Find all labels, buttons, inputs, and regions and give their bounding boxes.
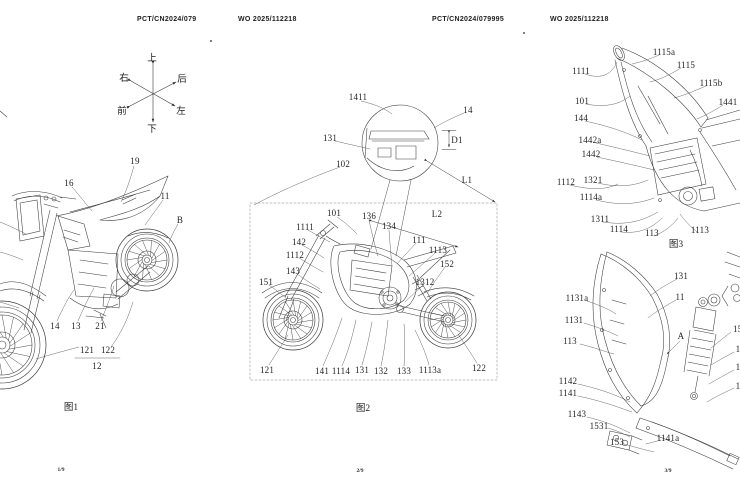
ref-label: 1115a <box>653 47 675 57</box>
ref-label: 1113a <box>419 365 441 375</box>
ref-label: 141 <box>315 366 329 376</box>
ref-label: 1111 <box>296 222 314 232</box>
page2-header-doc-number: PCT/CN2024/079 <box>137 16 196 23</box>
ref-label: 134 <box>382 221 396 231</box>
ref-label: 152 <box>440 259 454 269</box>
ref-label: 101 <box>327 208 341 218</box>
ref-label: 1311 <box>591 214 609 224</box>
compass-label-front: 前 <box>117 103 127 117</box>
ref-label: 136 <box>362 211 376 221</box>
ref-label: 122 <box>101 345 115 355</box>
figure2-leader-lines <box>254 101 477 366</box>
ref-label: 1321 <box>584 175 603 185</box>
ref-label: 122 <box>472 363 486 373</box>
ref-label: 1115b <box>700 78 723 88</box>
compass-label-right: 右 <box>119 70 129 84</box>
ref-label: 1114 <box>610 224 628 234</box>
ref-label: 131 <box>674 271 688 281</box>
ref-label: 1113 <box>429 245 447 255</box>
ref-label: 1441 <box>719 97 738 107</box>
ref-label: 1411 <box>349 92 367 102</box>
ref-label: 1 <box>736 381 740 391</box>
ref-label: L1 <box>462 175 472 185</box>
ref-label: 1 <box>736 362 740 372</box>
figure3-drawing <box>611 44 740 211</box>
ref-label: 19 <box>130 156 139 166</box>
ref-label: 113 <box>645 228 659 238</box>
page3-number: 3/9 <box>664 468 671 474</box>
ref-label: A <box>678 331 685 341</box>
ref-label: 1143 <box>568 409 586 419</box>
compass-label-down: 下 <box>147 121 157 135</box>
ref-label: 11 <box>675 292 684 302</box>
ref-label: 12 <box>92 361 101 371</box>
page3-header-publication-number: WO 2025/112218 <box>550 16 609 23</box>
ref-label: 131 <box>323 133 337 143</box>
ref-label: 151 <box>259 277 273 287</box>
paper-speck <box>210 40 212 42</box>
ref-label: 1442a <box>579 135 602 145</box>
ref-label: 101 <box>575 96 589 106</box>
ref-label: 143 <box>286 266 300 276</box>
ref-label: 1531 <box>590 421 609 431</box>
ref-label: 1 <box>736 344 740 354</box>
ref-label: 102 <box>336 159 350 169</box>
figure2-drawing <box>250 105 497 380</box>
ref-label: 1111 <box>572 66 590 76</box>
ref-label: 144 <box>574 113 588 123</box>
ref-label: 1312 <box>416 277 435 287</box>
ref-label: 11 <box>160 191 169 201</box>
ref-label: 1112 <box>557 177 575 187</box>
ref-label: 1141 <box>559 388 577 398</box>
compass-label-rear: 后 <box>177 71 187 85</box>
ref-label: 113 <box>563 336 577 346</box>
ref-label: 1114 <box>332 366 350 376</box>
ref-label: 132 <box>374 366 388 376</box>
ref-label: 1114a <box>580 192 602 202</box>
ref-label: 1113 <box>691 225 709 235</box>
ref-label: 1131 <box>565 315 583 325</box>
compass-label-left: 左 <box>176 103 186 117</box>
orientation-compass-arrows <box>130 64 176 122</box>
ref-label: 1115 <box>677 60 695 70</box>
ref-label: 153 <box>733 324 740 334</box>
ref-label: 14 <box>50 321 59 331</box>
ref-label: D1 <box>451 135 462 145</box>
ref-label: 1131a <box>566 293 589 303</box>
page3-header-doc-number: PCT/CN2024/079995 <box>432 16 504 23</box>
compass-label-up: 上 <box>147 50 157 64</box>
ref-label: 133 <box>397 366 411 376</box>
ref-label: 1142 <box>559 376 577 386</box>
ref-label: 111 <box>412 235 425 245</box>
page2-number: 2/9 <box>356 468 363 474</box>
ref-label: 14 <box>463 105 472 115</box>
ref-label: 1442 <box>582 149 601 159</box>
figure3-caption: 图3 <box>669 236 683 250</box>
ref-label: 1141a <box>657 433 680 443</box>
figure2-caption: 图2 <box>356 400 370 414</box>
ref-label: 16 <box>64 178 73 188</box>
ref-label: L2 <box>432 209 442 219</box>
ref-label: 142 <box>292 237 306 247</box>
ref-label: B <box>177 215 183 225</box>
figure1-caption: 图1 <box>64 399 78 413</box>
ref-label: 21 <box>95 321 104 331</box>
ref-label: 13 <box>71 321 80 331</box>
ref-label: 121 <box>80 345 94 355</box>
page2-header-publication-number: WO 2025/112218 <box>238 16 297 23</box>
ref-label: 1112 <box>286 250 304 260</box>
ref-label: 153 <box>610 437 624 447</box>
paper-speck <box>523 32 525 34</box>
page1-number: 1/9 <box>57 467 64 473</box>
ref-label: 131 <box>355 365 369 375</box>
ref-label: 121 <box>260 365 274 375</box>
